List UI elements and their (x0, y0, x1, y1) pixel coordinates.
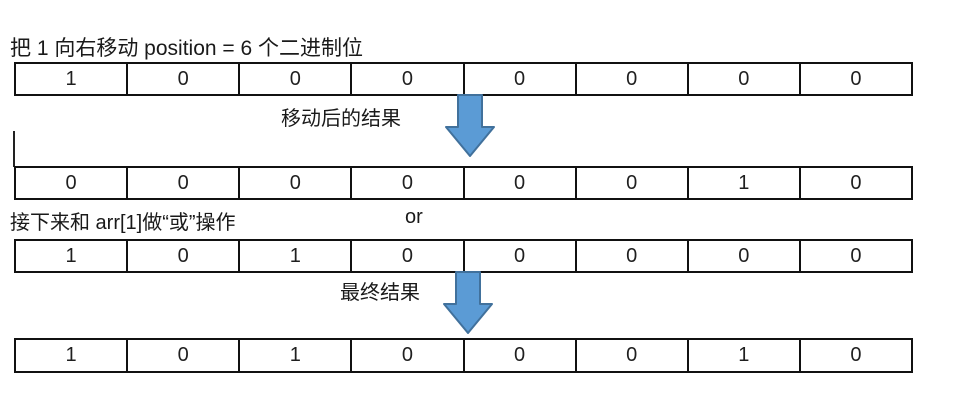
diagram-title: 把 1 向右移动 position = 6 个二进制位 (10, 37, 364, 60)
bit-row-arr1: 1 0 1 0 0 0 0 0 (14, 239, 913, 273)
bit-cell: 0 (574, 241, 687, 271)
down-arrow-shape (443, 271, 493, 334)
shift-result-label: 移动后的结果 (281, 108, 401, 130)
bit-cell: 0 (126, 340, 238, 371)
or-operation-label: 接下来和 arr[1]做“或”操作 (10, 212, 236, 234)
bit-cell: 0 (686, 64, 799, 94)
bit-cell: 1 (238, 241, 350, 271)
bit-cell: 1 (238, 340, 350, 371)
final-result-label: 最终结果 (340, 282, 420, 304)
bit-cell: 1 (65, 244, 77, 267)
left-border-artifact (13, 131, 15, 167)
bit-cell: 0 (462, 340, 575, 371)
bit-cell: 0 (686, 241, 799, 271)
bit-cell: 0 (798, 64, 911, 94)
down-arrow-icon (445, 94, 495, 157)
bit-cell: 0 (462, 241, 575, 271)
bit-cell: 0 (126, 168, 238, 198)
bit-cell: 0 (238, 64, 350, 94)
bit-cell: 0 (350, 340, 462, 371)
or-label: or (405, 206, 423, 228)
bit-row-final: 1 0 1 0 0 0 1 0 (14, 338, 913, 373)
bit-row-after-shift: 0 0 0 0 0 0 1 0 (14, 166, 913, 200)
bit-row-initial: 1 0 0 0 0 0 0 0 (14, 62, 913, 96)
bit-cell: 1 (65, 344, 77, 366)
bit-cell: 0 (462, 64, 575, 94)
bit-cell: 0 (798, 241, 911, 271)
bit-cell: 0 (350, 241, 462, 271)
bit-cell: 0 (798, 168, 911, 198)
bit-cell: 1 (686, 168, 799, 198)
bit-cell: 0 (238, 168, 350, 198)
bit-cell: 0 (126, 241, 238, 271)
bit-cell: 0 (574, 340, 687, 371)
bit-cell: 0 (462, 168, 575, 198)
bit-cell: 0 (574, 64, 687, 94)
bit-cell: 0 (350, 168, 462, 198)
bit-cell: 0 (65, 171, 77, 194)
bit-cell: 1 (65, 67, 77, 90)
bit-cell: 0 (798, 340, 911, 371)
down-arrow-shape (445, 94, 495, 157)
bit-cell: 0 (350, 64, 462, 94)
bit-cell: 0 (126, 64, 238, 94)
bit-cell: 1 (686, 340, 799, 371)
down-arrow-icon (443, 271, 493, 334)
bit-cell: 0 (574, 168, 687, 198)
